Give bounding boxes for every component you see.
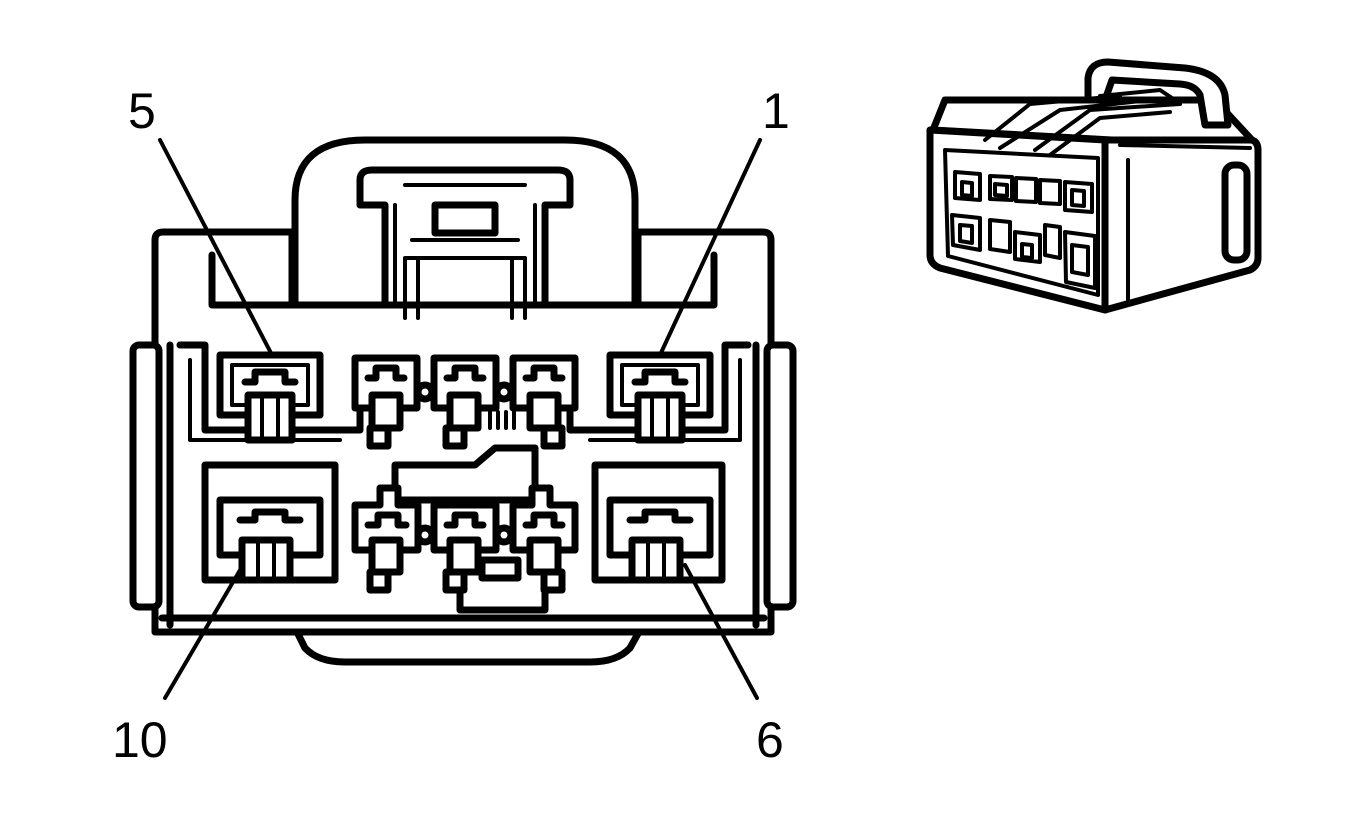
upper-row-channel bbox=[176, 341, 752, 434]
pin-1-cavity bbox=[606, 351, 714, 444]
pin-2-cavity bbox=[509, 354, 579, 450]
pin-label-5: 5 bbox=[128, 83, 156, 139]
latch-mechanism bbox=[356, 166, 574, 320]
pin-label-1: 1 bbox=[762, 83, 790, 139]
pin-10-cavity bbox=[216, 496, 324, 584]
latch-window bbox=[431, 201, 499, 237]
leader-line-5 bbox=[158, 138, 274, 357]
pin-9-cavity bbox=[351, 484, 422, 594]
pin-6-cavity bbox=[606, 496, 714, 584]
pin-7-cavity bbox=[509, 484, 579, 594]
pin-4-cavity bbox=[351, 354, 421, 450]
connector-isometric-view bbox=[926, 58, 1262, 314]
pin-5-cavity bbox=[216, 351, 324, 444]
housing-inner-outline bbox=[158, 251, 768, 629]
pin-label-6: 6 bbox=[756, 712, 784, 768]
right-guide-rib bbox=[763, 341, 797, 611]
left-guide-rib bbox=[129, 341, 163, 611]
leader-line-10 bbox=[163, 563, 245, 700]
bottom-lip bbox=[292, 626, 644, 666]
pin-label-10: 10 bbox=[112, 712, 168, 768]
pin-8-cavity bbox=[430, 501, 500, 594]
pin-3-cavity bbox=[430, 354, 500, 450]
connector-face-view: 5 1 10 6 bbox=[112, 83, 797, 768]
leader-line-1 bbox=[658, 138, 762, 357]
lower-row-channel bbox=[201, 461, 726, 584]
leader-line-6 bbox=[683, 563, 759, 700]
